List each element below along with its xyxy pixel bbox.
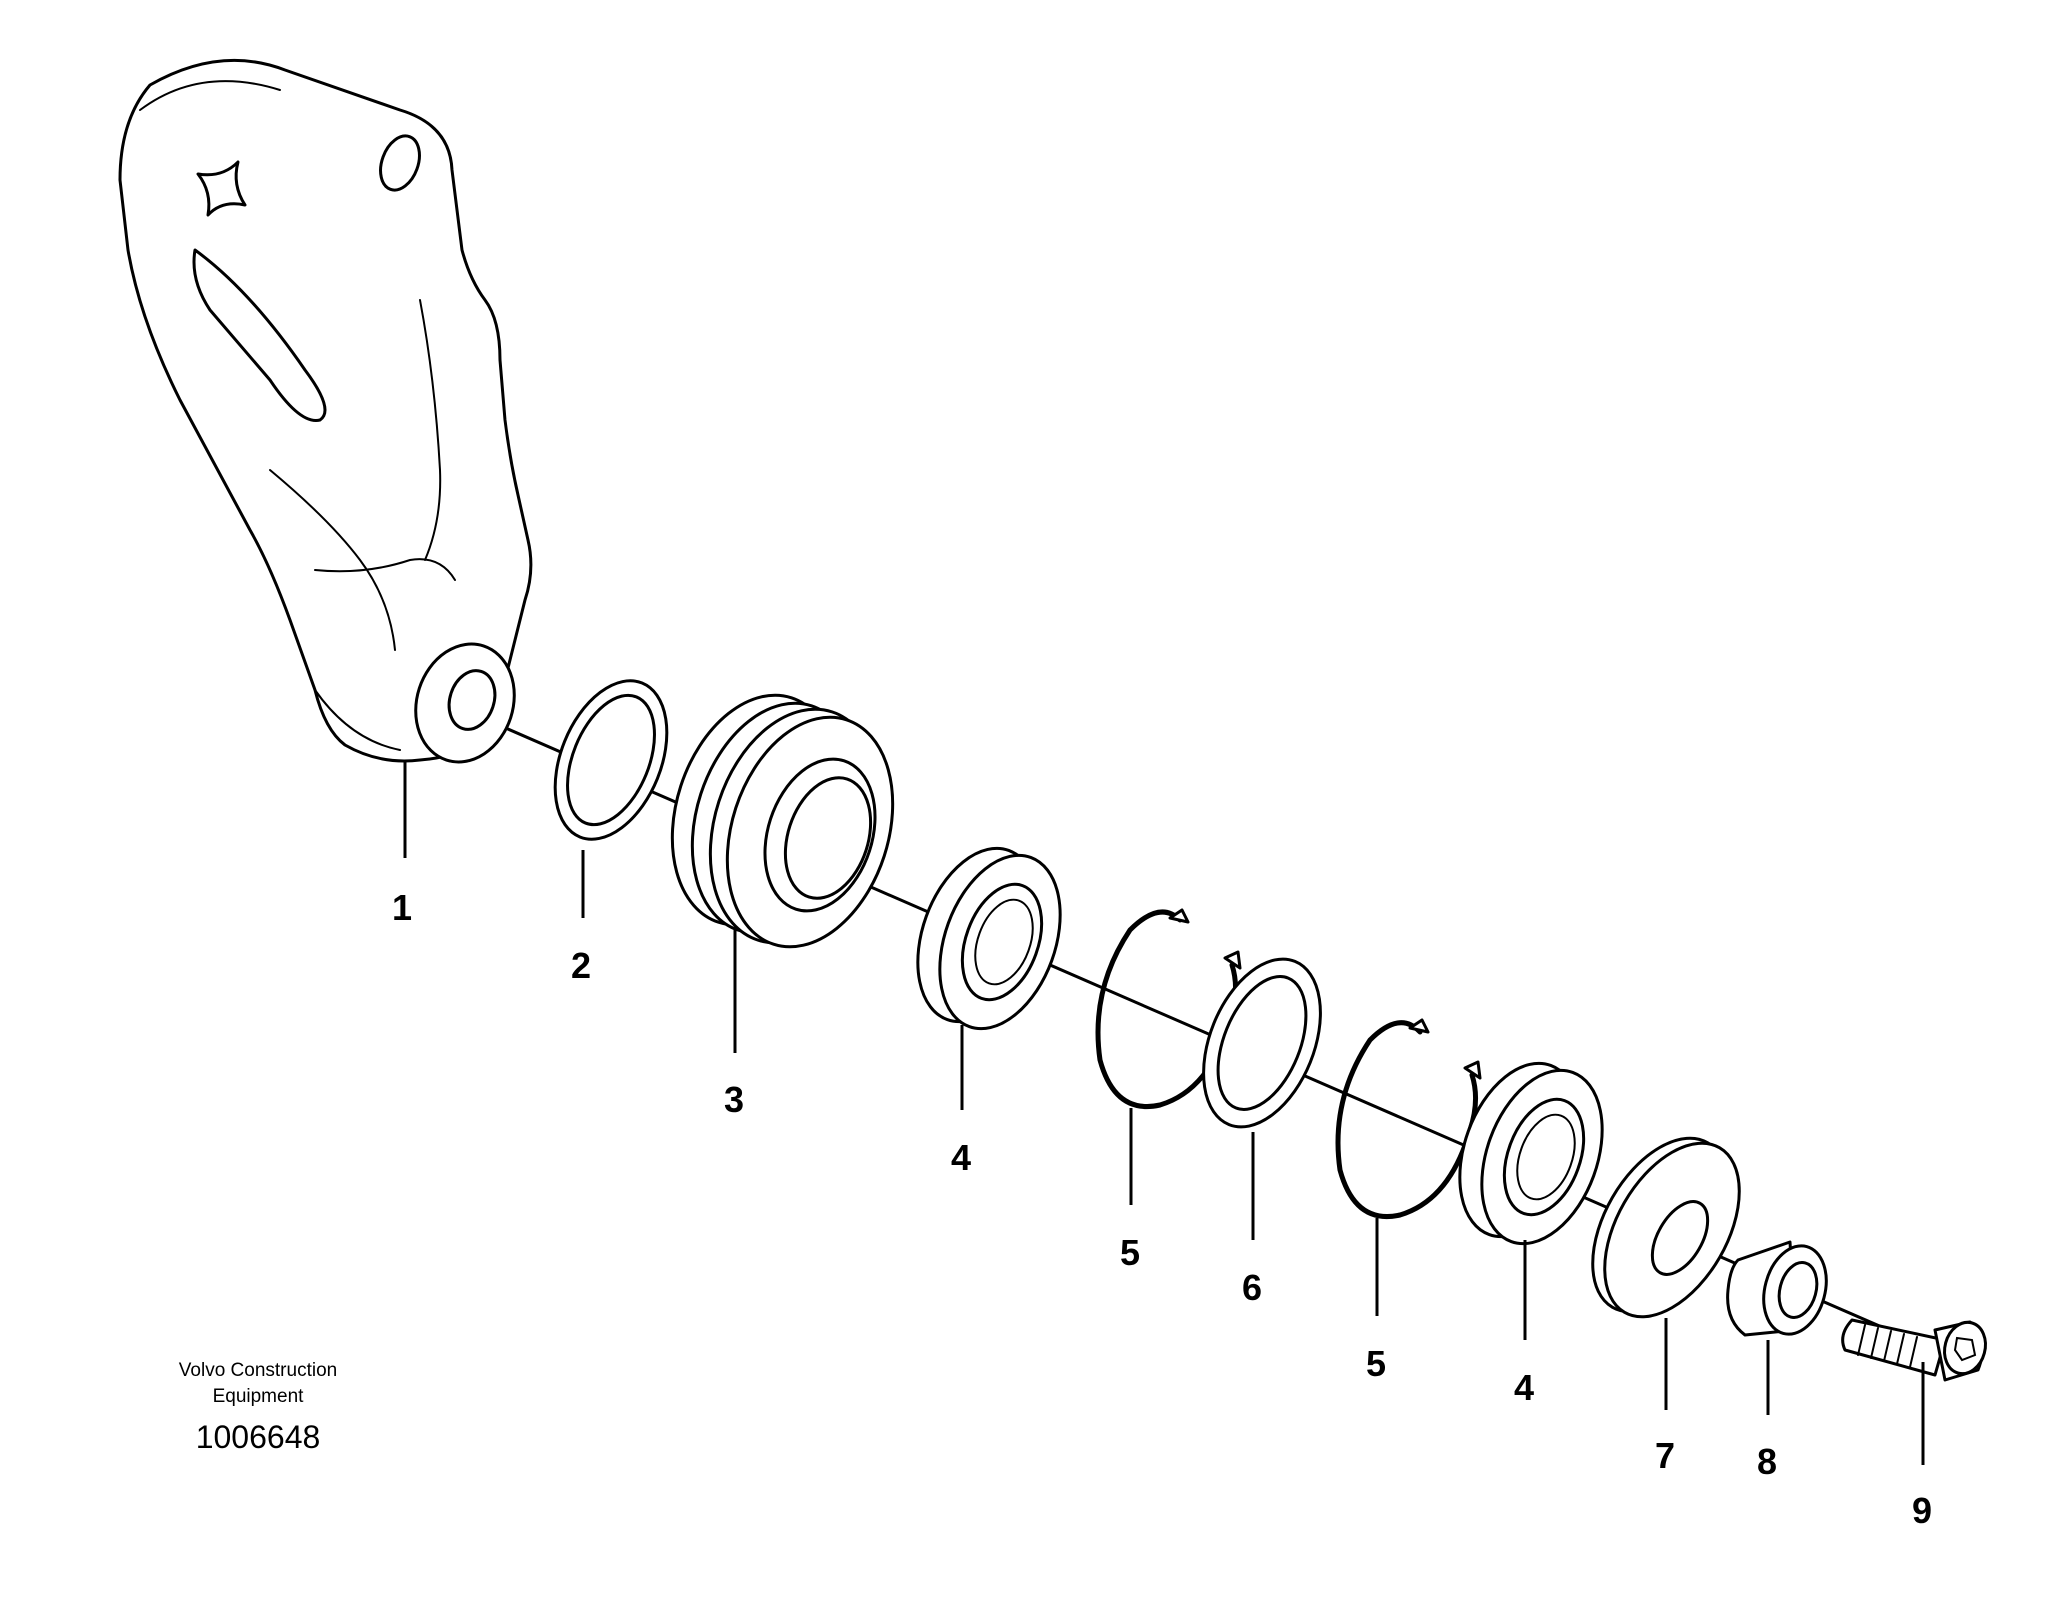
callout-5a: 5 <box>1120 1232 1140 1273</box>
bracket-arm-icon <box>118 58 533 763</box>
callout-4a: 4 <box>951 1137 971 1178</box>
callout-8: 8 <box>1757 1441 1777 1482</box>
spacer-ring-icon <box>1202 957 1322 1129</box>
socket-head-screw-icon <box>1841 1318 1987 1382</box>
callout-7: 7 <box>1655 1435 1675 1476</box>
callout-5b: 5 <box>1366 1343 1386 1384</box>
callout-4b: 4 <box>1514 1367 1534 1408</box>
roller-bearing-icon <box>1458 1061 1604 1246</box>
callout-9: 9 <box>1912 1490 1932 1531</box>
grooved-pulley-icon <box>670 693 895 949</box>
thin-washer-icon <box>553 679 669 841</box>
callout-3: 3 <box>724 1079 744 1120</box>
brand-line-1: Volvo Construction <box>179 1360 337 1381</box>
leader-lines <box>403 760 1925 1465</box>
bracket-hub-icon <box>414 642 516 764</box>
bushing-icon <box>1726 1240 1828 1337</box>
brand-line-2: Equipment <box>213 1386 305 1407</box>
document-number: 1006648 <box>196 1419 321 1455</box>
circlip-icon <box>1335 1018 1482 1219</box>
callout-1: 1 <box>392 887 412 928</box>
callout-6: 6 <box>1242 1267 1262 1308</box>
thick-washer-icon <box>1591 1136 1741 1319</box>
callout-2: 2 <box>571 945 591 986</box>
roller-bearing-icon <box>916 846 1062 1031</box>
